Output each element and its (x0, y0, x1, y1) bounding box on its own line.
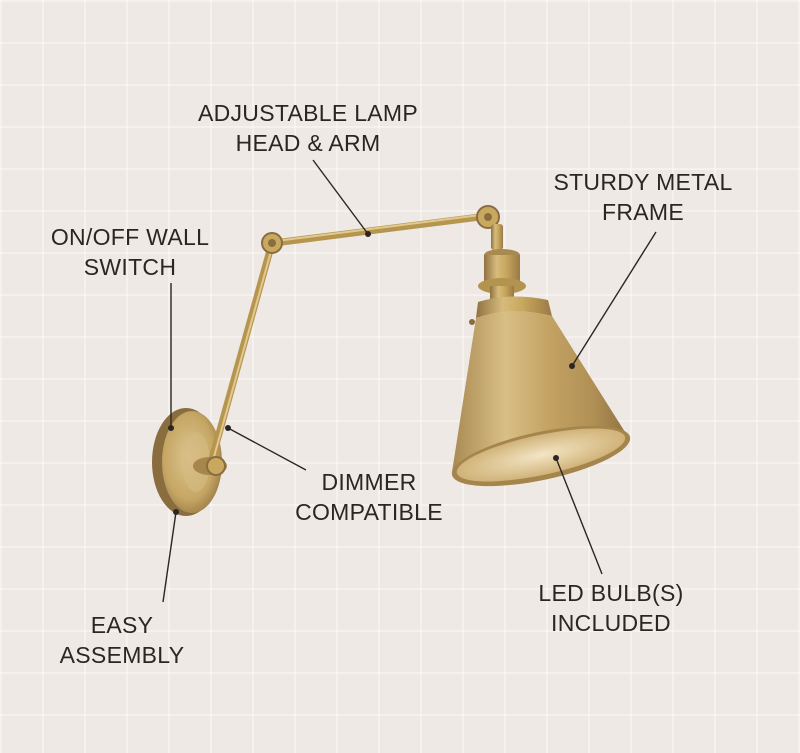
callout-dimmer-line2: COMPATIBLE (295, 499, 443, 525)
callout-assembly-line1: EASY (90, 612, 154, 638)
leader-assembly (162, 511, 177, 603)
callout-switch-line1: ON/OFF WALL (50, 224, 210, 250)
callout-led-line1: LED BULB(S) (538, 580, 684, 606)
callout-assembly: EASY ASSEMBLY (42, 610, 202, 670)
base-knuckle (193, 456, 227, 476)
callout-adjustable-line2: HEAD & ARM (235, 130, 381, 156)
callout-assembly-line2: ASSEMBLY (59, 642, 185, 668)
head-joint (476, 205, 503, 250)
callout-dimmer-line1: DIMMER (321, 469, 417, 495)
leader-sturdy (571, 231, 657, 367)
upper-arm (270, 212, 492, 247)
lamp-shade (451, 296, 631, 487)
lower-arm (206, 239, 276, 470)
leader-led (555, 457, 603, 575)
callout-dimmer: DIMMER COMPATIBLE (278, 467, 460, 527)
wall-plate (152, 408, 222, 516)
callout-switch: ON/OFF WALL SWITCH (30, 222, 230, 282)
callout-adjustable-line1: ADJUSTABLE LAMP (197, 100, 419, 126)
lamp-socket (478, 249, 526, 302)
leader-dimmer (227, 427, 307, 471)
callout-sturdy-line2: FRAME (602, 199, 684, 225)
callout-sturdy-frame: STURDY METAL FRAME (530, 167, 756, 227)
elbow-joint (261, 232, 283, 254)
callout-switch-line2: SWITCH (83, 254, 177, 280)
callout-sturdy-line1: STURDY METAL (553, 169, 733, 195)
callout-led-line2: INCLUDED (551, 610, 671, 636)
callout-adjustable-arm: ADJUSTABLE LAMP HEAD & ARM (178, 98, 438, 158)
callout-led: LED BULB(S) INCLUDED (516, 578, 706, 638)
leader-adjustable (312, 159, 369, 235)
